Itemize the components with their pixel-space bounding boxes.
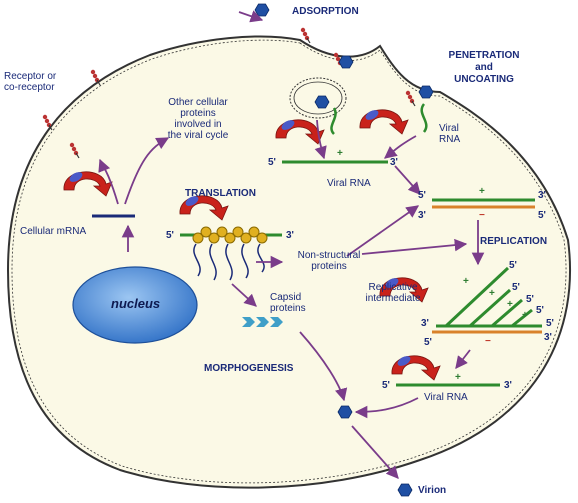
other-proteins-label-line2: proteins	[180, 108, 216, 119]
nucleus-label: nucleus	[111, 296, 161, 311]
strand-end-5: 5'	[268, 157, 276, 168]
strand-end-5: 5'	[536, 305, 544, 316]
polarity-plus: +	[479, 186, 485, 197]
replicative-label-line2: intermediate	[365, 293, 421, 304]
other-proteins-label-line4: the viral cycle	[167, 130, 229, 141]
strand-end-5: 5'	[509, 260, 517, 271]
capsid-label-line1: Capsid	[270, 292, 302, 303]
strand-end-3: 3'	[538, 190, 546, 201]
virion-label: Virion	[418, 485, 447, 496]
virion-uncoating-icon	[418, 85, 434, 99]
strand-end-5: 5'	[424, 337, 432, 348]
non-structural-label-line2: proteins	[311, 261, 347, 272]
stage-morphogenesis: MORPHOGENESIS	[204, 363, 294, 374]
strand-end-3: 3'	[544, 332, 552, 343]
strand-end-3: 3'	[504, 380, 512, 391]
viral-rna-entry-label-line2: RNA	[439, 134, 461, 145]
strand-end-3: 3'	[418, 210, 426, 221]
strand-end-3: 3'	[286, 230, 294, 241]
replicative-label-line1: Replicative	[368, 282, 418, 293]
cellular-mrna-label: Cellular mRNA	[20, 226, 87, 237]
strand-end-5: 5'	[512, 282, 520, 293]
nucleus	[72, 266, 198, 344]
strand-end-5: 5'	[382, 380, 390, 391]
stage-and: and	[475, 62, 493, 73]
strand-end-5: 5'	[546, 318, 554, 329]
polarity-plus: +	[463, 276, 469, 287]
virion-bound-icon	[338, 55, 354, 69]
polarity-plus: +	[455, 372, 461, 383]
receptor-label-line1: Receptor or	[4, 71, 57, 82]
other-proteins-label-line3: involved in	[174, 119, 222, 130]
polarity-plus: +	[489, 288, 495, 299]
stage-adsorption: ADSORPTION	[292, 6, 359, 17]
stage-penetration: PENETRATION	[448, 50, 520, 61]
polysome	[192, 226, 268, 281]
virion-adsorbing-icon	[254, 3, 270, 17]
polarity-minus: −	[485, 336, 491, 347]
progeny-viral-rna-label: Viral RNA	[424, 392, 468, 403]
stage-translation: TRANSLATION	[185, 188, 256, 199]
virion-endosome-icon	[314, 95, 330, 109]
other-proteins-label-line1: Other cellular	[168, 97, 228, 108]
viral-rna-entry-label-line1: Viral	[439, 123, 459, 134]
polarity-plus: +	[337, 148, 343, 159]
assembled-virion-icon	[337, 405, 353, 419]
capsid-label-line2: proteins	[270, 303, 306, 314]
polarity-plus: +	[507, 299, 513, 310]
capsid-protein-icons	[242, 317, 283, 327]
viral-rna-label: Viral RNA	[327, 178, 371, 189]
strand-end-5: 5'	[418, 190, 426, 201]
non-structural-label-line1: Non-structural	[297, 250, 361, 261]
strand-end-5: 5'	[538, 210, 546, 221]
polarity-minus: −	[479, 210, 485, 221]
strand-end-5: 5'	[526, 294, 534, 305]
stage-replication: REPLICATION	[480, 236, 548, 247]
endosome	[289, 77, 347, 119]
released-virion-icon	[397, 483, 413, 497]
polarity-plus: +	[522, 310, 528, 321]
strand-end-5: 5'	[166, 230, 174, 241]
strand-end-3: 3'	[421, 318, 429, 329]
stage-uncoating: UNCOATING	[454, 74, 514, 85]
receptor-label-line2: co-receptor	[4, 82, 55, 93]
strand-end-3: 3'	[390, 157, 398, 168]
receptor-icon	[42, 114, 53, 131]
nascent-positive-strands	[436, 266, 542, 328]
